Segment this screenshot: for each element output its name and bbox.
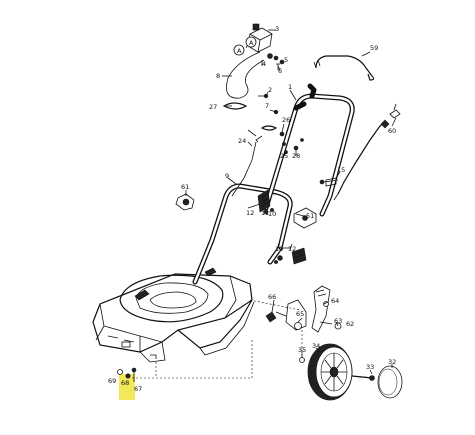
label-25: 25 (280, 152, 288, 160)
label-11: 11 (261, 209, 269, 217)
label-3: 3 (275, 25, 279, 33)
label-4: 4 (262, 60, 266, 68)
label-12b: 12 (288, 245, 296, 253)
label-51: 51 (306, 212, 314, 220)
label-67: 67 (134, 385, 142, 393)
upper-handle (263, 83, 355, 217)
handle-knob-lower (274, 247, 307, 265)
label-2: 2 (268, 86, 272, 94)
label-62: 62 (346, 320, 354, 328)
label-63: 63 (334, 317, 342, 325)
mower-deck (92, 267, 255, 363)
part-61 (175, 193, 195, 211)
label-12: 12 (246, 209, 254, 217)
switch-bar (315, 55, 375, 81)
label-6: 6 (278, 67, 282, 75)
label-60: 60 (388, 127, 396, 135)
label-28: 28 (292, 152, 300, 160)
part-labels: 3 A A 4 5 6 8 59 27 2 1 7 60 24 26 25 28… (108, 25, 396, 393)
label-15: 15 (337, 166, 345, 174)
label-69: 69 (108, 377, 116, 385)
height-lever (265, 285, 342, 333)
label-66: 66 (268, 293, 276, 301)
label-a-mid: A (237, 47, 242, 55)
hub-cap (377, 365, 403, 399)
label-8: 8 (216, 72, 220, 80)
marker-a-top (245, 36, 257, 48)
label-1: 1 (288, 83, 292, 91)
marker-a-mid (233, 44, 245, 56)
label-64: 64 (331, 297, 339, 305)
label-65: 65 (296, 310, 304, 318)
label-24: 24 (238, 137, 246, 145)
label-10b: 10 (275, 245, 283, 253)
label-9: 9 (225, 172, 229, 180)
label-5: 5 (284, 56, 288, 64)
label-32: 32 (388, 358, 396, 366)
clip (222, 102, 248, 110)
handle-knob-upper (257, 189, 274, 215)
highlight-part-68 (119, 374, 135, 400)
cable (226, 51, 265, 99)
cable-60 (333, 103, 401, 201)
part-51 (293, 207, 317, 229)
rear-wheel (307, 343, 353, 401)
label-68: 68 (121, 379, 129, 387)
label-61: 61 (181, 183, 189, 191)
label-35: 35 (298, 346, 306, 354)
label-33: 33 (366, 363, 374, 371)
label-34: 34 (312, 342, 320, 350)
lower-handle (192, 183, 293, 285)
label-26: 26 (282, 116, 290, 124)
label-27: 27 (209, 103, 217, 111)
label-7: 7 (265, 102, 269, 110)
label-a-top: A (249, 39, 254, 47)
label-10: 10 (268, 210, 276, 218)
label-59: 59 (370, 44, 378, 52)
